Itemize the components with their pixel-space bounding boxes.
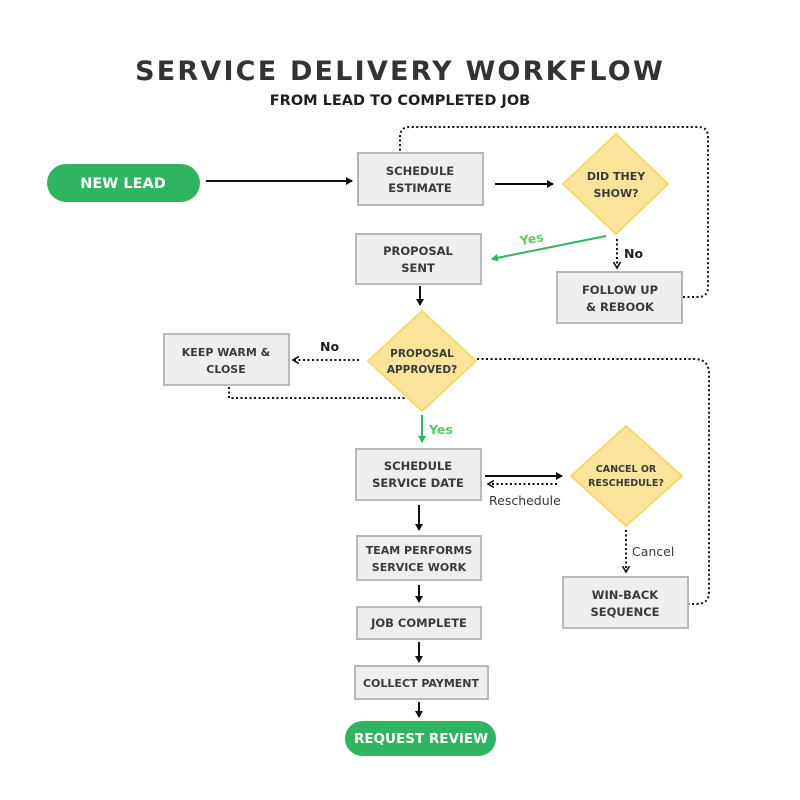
node-label-line-1: TEAM PERFORMS bbox=[366, 544, 473, 557]
edge-label-show-no: No bbox=[624, 246, 643, 261]
node-cancel-or-reschedule: CANCEL OR RESCHEDULE? bbox=[569, 424, 684, 528]
edge-keep-warm-loop-to-proposal-approved bbox=[228, 387, 409, 399]
node-label-line-2: ESTIMATE bbox=[388, 181, 452, 195]
process-box-shape bbox=[163, 333, 290, 386]
node-job-complete: JOB COMPLETE bbox=[356, 606, 482, 640]
process-box-shape bbox=[355, 233, 482, 285]
process-box-shape bbox=[357, 152, 484, 206]
end-pill-shape bbox=[345, 721, 496, 756]
edge-label-cancel: Cancel bbox=[632, 544, 674, 559]
diagram-subtitle: FROM LEAD TO COMPLETED JOB bbox=[269, 93, 531, 109]
node-label-line-2: SHOW? bbox=[594, 187, 639, 200]
node-label-line-2: & REBOOK bbox=[586, 300, 655, 314]
decision-diamond-shape bbox=[366, 309, 478, 413]
edge-label-approved-no: No bbox=[320, 339, 339, 354]
node-label: COLLECT PAYMENT bbox=[363, 677, 480, 690]
start-pill-shape bbox=[47, 164, 200, 202]
node-keep-warm-close: KEEP WARM & CLOSE bbox=[163, 333, 290, 386]
edge-label-reschedule: Reschedule bbox=[489, 493, 561, 508]
node-label: NEW LEAD bbox=[80, 176, 166, 192]
node-new-lead: NEW LEAD bbox=[47, 164, 200, 202]
node-label-line-2: SEQUENCE bbox=[590, 605, 659, 619]
node-win-back-sequence: WIN-BACK SEQUENCE bbox=[562, 576, 689, 629]
edge-follow-up-loop-to-schedule-estimate bbox=[399, 126, 709, 298]
node-schedule-service-date: SCHEDULE SERVICE DATE bbox=[355, 448, 482, 501]
process-box-shape bbox=[355, 448, 482, 501]
node-label-line-1: WIN-BACK bbox=[592, 588, 659, 602]
node-label-line-2: SERVICE DATE bbox=[372, 476, 464, 490]
process-box-shape bbox=[356, 535, 482, 581]
decision-diamond-shape bbox=[561, 132, 670, 236]
node-team-performs-service-work: TEAM PERFORMS SERVICE WORK bbox=[356, 535, 482, 581]
node-label-line-1: CANCEL OR bbox=[596, 464, 657, 475]
node-label-line-1: FOLLOW UP bbox=[582, 283, 658, 297]
node-proposal-approved: PROPOSAL APPROVED? bbox=[366, 309, 478, 413]
process-box-shape bbox=[356, 606, 482, 640]
process-box-shape bbox=[562, 576, 689, 629]
node-label-line-1: SCHEDULE bbox=[386, 164, 454, 178]
edge-proposal-approved-to-win-back bbox=[477, 358, 710, 605]
node-label: REQUEST REVIEW bbox=[354, 731, 488, 747]
node-proposal-sent: PROPOSAL SENT bbox=[355, 233, 482, 285]
edge-label-approved-yes: Yes bbox=[428, 422, 453, 437]
node-label-line-2: CLOSE bbox=[206, 363, 245, 376]
node-label: JOB COMPLETE bbox=[370, 616, 467, 630]
node-label-line-1: SCHEDULE bbox=[384, 459, 452, 473]
node-follow-up-rebook: FOLLOW UP & REBOOK bbox=[556, 271, 683, 324]
node-label-line-2: RESCHEDULE? bbox=[588, 478, 664, 489]
node-label-line-1: DID THEY bbox=[587, 170, 646, 183]
node-schedule-estimate: SCHEDULE ESTIMATE bbox=[357, 152, 484, 206]
node-label-line-1: PROPOSAL bbox=[390, 348, 454, 360]
node-label-line-1: PROPOSAL bbox=[383, 244, 453, 258]
node-collect-payment: COLLECT PAYMENT bbox=[354, 665, 489, 700]
decision-diamond-shape bbox=[569, 424, 684, 528]
node-label-line-1: KEEP WARM & bbox=[182, 346, 271, 359]
node-did-they-show: DID THEY SHOW? bbox=[561, 132, 670, 236]
edge-did-they-show-yes-to-proposal-sent bbox=[491, 235, 607, 262]
node-label-line-2: APPROVED? bbox=[387, 364, 457, 376]
node-label-line-2: SERVICE WORK bbox=[372, 561, 467, 574]
process-box-shape bbox=[556, 271, 683, 324]
diagram-title: SERVICE DELIVERY WORKFLOW bbox=[135, 56, 665, 87]
process-box-shape bbox=[354, 665, 489, 700]
node-request-review: REQUEST REVIEW bbox=[345, 721, 496, 756]
node-label-line-2: SENT bbox=[401, 261, 435, 275]
edge-label-show-yes: Yes bbox=[518, 229, 545, 248]
